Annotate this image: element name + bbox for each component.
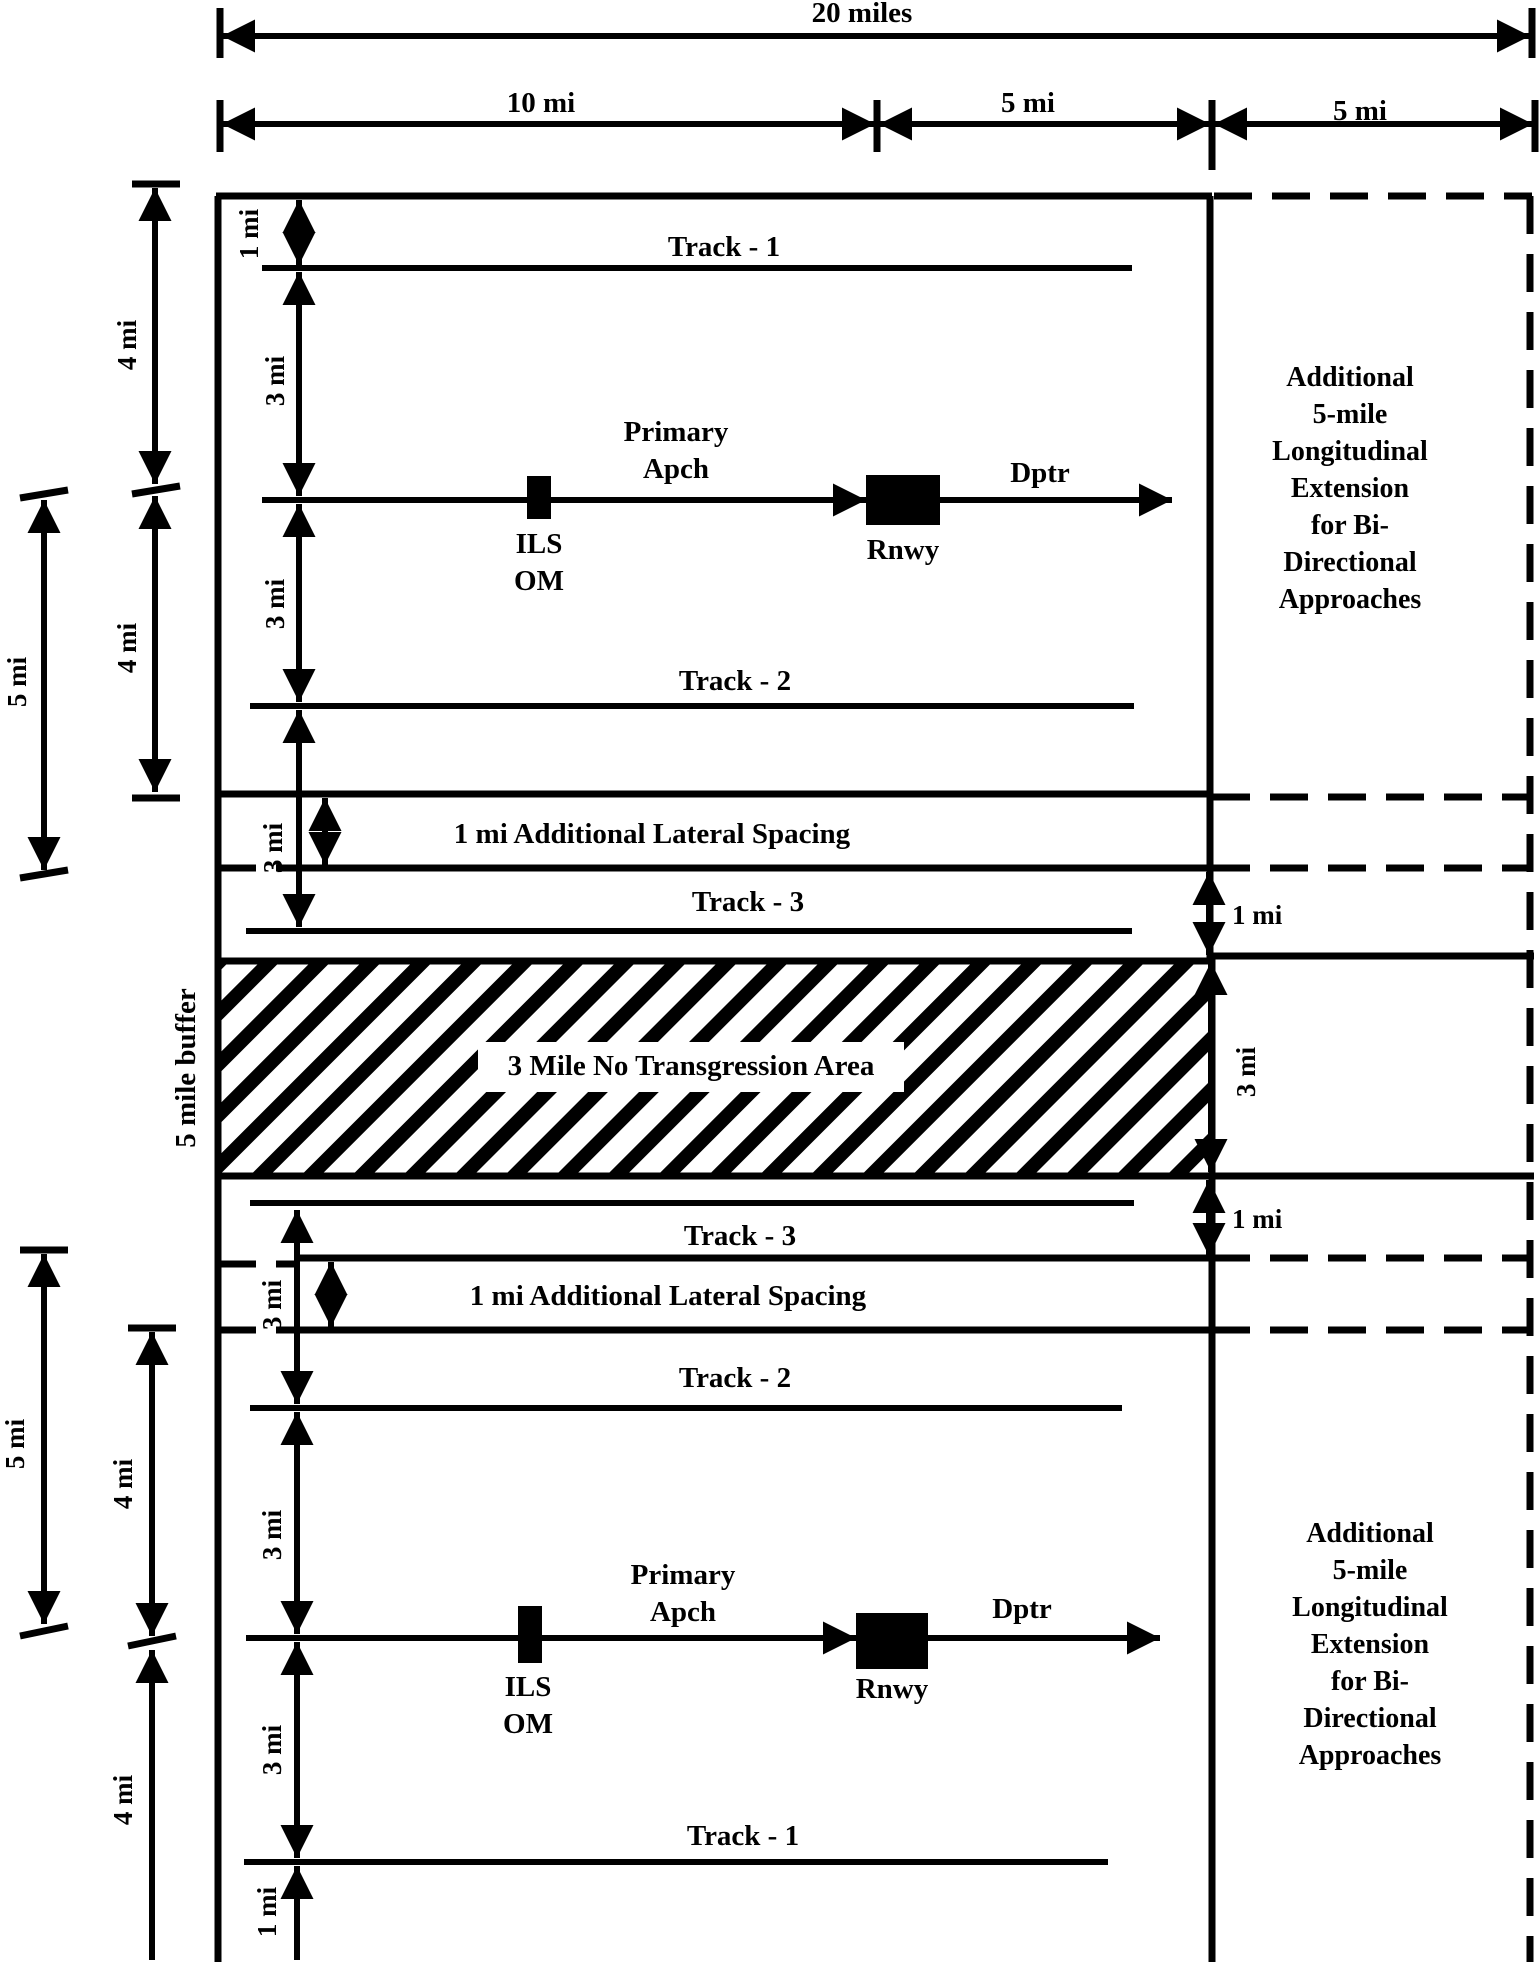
buffer-label: 5 mile buffer: [170, 988, 202, 1148]
upper-dptr-label: Dptr: [1010, 457, 1070, 489]
upper-ils-om-marker: [527, 476, 551, 519]
dim-label-3-mi-right: 3 mi: [1231, 1046, 1261, 1097]
lower-rnwy-label: Rnwy: [856, 1673, 929, 1705]
upper-ext-line-3: Longitudinal: [1272, 436, 1428, 467]
upper-dim-3-mi-b: 3 mi: [260, 578, 290, 629]
dim-label-20-miles: 20 miles: [812, 0, 913, 29]
upper-ext-line-6: Directional: [1283, 547, 1416, 578]
lower-ext-line-6: Directional: [1303, 1703, 1436, 1734]
lower-airspace: Track - 3 1 mi Additional Lateral Spacin…: [0, 1200, 1448, 1960]
upper-apch-label: Apch: [643, 453, 709, 485]
upper-rnwy-label: Rnwy: [867, 534, 940, 566]
lower-om-label: OM: [503, 1708, 553, 1740]
lower-ext-line-1: Additional: [1306, 1518, 1434, 1549]
upper-track-3-label: Track - 3: [692, 886, 804, 918]
upper-dim-3-mi-a: 3 mi: [260, 355, 290, 406]
upper-ext-line-2: 5-mile: [1313, 399, 1388, 430]
upper-ils-label: ILS: [516, 528, 563, 560]
upper-track-1-label: Track - 1: [668, 231, 780, 263]
upper-dim-4-mi-b: 4 mi: [112, 622, 142, 673]
lower-dim-1-mi: 1 mi: [252, 1886, 282, 1937]
lower-ils-label: ILS: [505, 1671, 552, 1703]
upper-extension-text: Additional 5-mile Longitudinal Extension…: [1272, 362, 1428, 615]
lower-primary-label: Primary: [631, 1559, 736, 1591]
upper-dim-1-mi: 1 mi: [234, 208, 264, 259]
lower-dim-4-mi-a: 4 mi: [108, 1458, 138, 1509]
dim-label-5-mi-a: 5 mi: [1001, 87, 1055, 119]
upper-ext-line-1: Additional: [1286, 362, 1414, 393]
dim-label-5-mi-b: 5 mi: [1333, 95, 1387, 127]
dim-label-10-mi: 10 mi: [507, 87, 575, 119]
dim-label-1-mi-lower-right: 1 mi: [1232, 1204, 1283, 1234]
lower-ils-om-marker: [518, 1606, 542, 1663]
lower-lateral-spacing-label: 1 mi Additional Lateral Spacing: [470, 1280, 867, 1312]
lower-track-2-label: Track - 2: [679, 1362, 791, 1394]
upper-ext-line-4: Extension: [1291, 473, 1410, 504]
lower-ext-line-3: Longitudinal: [1292, 1592, 1448, 1623]
upper-om-label: OM: [514, 565, 564, 597]
upper-primary-label: Primary: [624, 416, 729, 448]
upper-airspace: Track - 1 Primary Apch Dptr ILS OM Rnwy …: [2, 180, 1428, 934]
lower-dim-3-mi-c: 3 mi: [257, 1724, 287, 1775]
lower-dim-4-mi-b: 4 mi: [108, 1774, 138, 1825]
dim-label-1-mi-upper-right: 1 mi: [1232, 900, 1283, 930]
lower-track-3-label: Track - 3: [684, 1220, 796, 1252]
lower-ext-line-2: 5-mile: [1333, 1555, 1408, 1586]
lower-runway: [856, 1613, 928, 1669]
lower-track-1-label: Track - 1: [687, 1820, 799, 1852]
upper-ext-line-7: Approaches: [1279, 584, 1422, 615]
upper-lateral-spacing-label: 1 mi Additional Lateral Spacing: [454, 818, 851, 850]
no-transgression-area: 3 Mile No Transgression Area: [214, 957, 1216, 1180]
lower-dptr-label: Dptr: [992, 1593, 1052, 1625]
upper-ext-line-5: for Bi-: [1311, 510, 1389, 541]
lower-apch-label: Apch: [650, 1596, 716, 1628]
upper-track-2-label: Track - 2: [679, 665, 791, 697]
lower-dim-3-mi-a: 3 mi: [257, 1279, 287, 1330]
lower-dim-3-mi-b: 3 mi: [257, 1509, 287, 1560]
lower-dim-5-mi: 5 mi: [0, 1418, 30, 1469]
middle-right-dimensions: 1 mi 3 mi 1 mi: [1192, 872, 1283, 1256]
lower-ext-line-4: Extension: [1311, 1629, 1430, 1660]
upper-runway: [866, 475, 940, 525]
no-transgression-label: 3 Mile No Transgression Area: [508, 1050, 875, 1082]
upper-dim-5-mi: 5 mi: [2, 656, 32, 707]
lower-extension-text: Additional 5-mile Longitudinal Extension…: [1292, 1518, 1448, 1771]
lower-ext-line-7: Approaches: [1299, 1740, 1442, 1771]
upper-dim-4-mi-a: 4 mi: [112, 319, 142, 370]
top-dimensions: 20 miles 10 mi 5 mi 5 mi: [216, 0, 1539, 170]
lower-ext-line-5: for Bi-: [1331, 1666, 1409, 1697]
upper-dim-3-mi-c: 3 mi: [258, 822, 288, 873]
